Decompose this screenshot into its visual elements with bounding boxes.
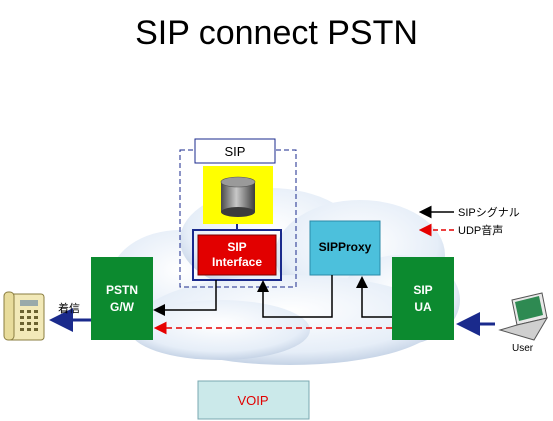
sip-proxy-label: SIPProxy <box>319 240 372 254</box>
user-label: User <box>512 343 534 354</box>
laptop-icon <box>498 292 549 341</box>
sip-interface-line1: SIP <box>227 240 246 254</box>
signal-interface-to-gw <box>153 280 217 316</box>
legend: SIPシグナル UDP音声 <box>418 205 520 237</box>
pstn-gw-line1: PSTN <box>106 283 138 297</box>
pstn-gw-box <box>91 257 153 340</box>
signal-proxy-to-interface <box>257 275 333 318</box>
voip-label: VOIP <box>237 393 268 408</box>
sip-group-label-box <box>194 138 276 164</box>
incoming-label: 着信 <box>58 301 80 315</box>
database-icon <box>220 176 256 217</box>
sip-ua-line2: UA <box>414 300 432 314</box>
sip-ua-box <box>392 257 454 340</box>
sip-interface-line2: Interface <box>212 255 262 269</box>
sip-ua-line1: SIP <box>413 283 432 297</box>
sip-interface-box <box>197 234 277 276</box>
sip-group-label: SIP <box>225 144 246 159</box>
legend-udp-label: UDP音声 <box>458 223 503 237</box>
legend-signal-label: SIPシグナル <box>458 205 520 219</box>
sip-proxy-box <box>309 220 381 276</box>
page-title: SIP connect PSTN <box>135 14 418 52</box>
telephone-icon <box>3 291 45 341</box>
pstn-gw-line2: G/W <box>110 300 135 314</box>
voip-box <box>197 380 310 420</box>
signal-ua-to-proxy <box>356 276 392 318</box>
